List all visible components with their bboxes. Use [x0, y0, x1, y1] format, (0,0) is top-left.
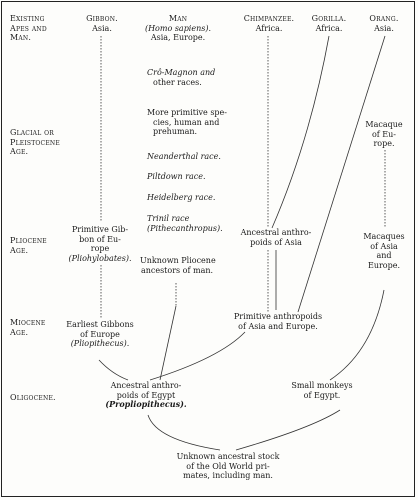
cro-magnon-line-1: Crô-Magnon and	[147, 68, 216, 77]
gibbon-line-miocene	[98, 359, 129, 381]
column-gibbon: Gibbon. Asia.	[82, 14, 122, 33]
period-miocene: Miocene Age.	[10, 318, 45, 337]
period-miocene-line-1: Miocene	[10, 318, 46, 327]
primitive-species-line-2: cies, human and	[153, 117, 220, 127]
period-pliocene-line-1: Pliocene	[10, 236, 47, 245]
primitive-species-line-1: More primitive spe-	[147, 108, 227, 117]
small-monkeys-to-stock	[235, 409, 341, 451]
macaque-of-europe-line-3: rope.	[373, 139, 395, 148]
column-man-region: Asia, Europe.	[150, 33, 206, 42]
column-orang-title: Orang.	[369, 14, 399, 23]
primitive-anthropoids-line-1: Primitive anthropoids	[233, 312, 323, 321]
primitive-gibbon-line-4: (Pliohylobates).	[68, 253, 132, 263]
primitive-gibbon-line-1: Primitive Gib-	[71, 225, 129, 234]
column-gorilla: Gorilla. Africa.	[306, 14, 352, 33]
column-chimpanzee-region: Africa.	[255, 23, 283, 33]
primitive-species: More primitive spe- cies, human and preh…	[147, 108, 227, 137]
gorilla-line	[271, 35, 330, 229]
trinil-race-line-1: Trinil race	[147, 214, 190, 223]
orang-line	[297, 35, 386, 313]
unknown-pliocene-ancestors: Unknown Pliocene ancestors of man.	[140, 256, 216, 275]
cro-magnon: Crô-Magnon and other races.	[147, 68, 215, 87]
macaque-of-europe-line-2: of Eu-	[371, 129, 396, 139]
unknown-stock-line-3: mates, including man.	[183, 471, 273, 480]
macaques-asia-europe-line-2: of Asia	[370, 241, 398, 251]
primitive-gibbon-line-2: bon of Eu-	[79, 234, 121, 244]
unknown-pliocene-line-1: Unknown Pliocene	[140, 256, 216, 265]
piltdown-race: Piltdown race.	[147, 172, 206, 181]
primitive-anthropoids-line-2: of Asia and Europe.	[238, 321, 318, 331]
propliopithecus: Ancestral anthro- poids of Egypt (Propli…	[100, 381, 192, 410]
primitive-anthropoids: Primitive anthropoids of Asia and Europe…	[226, 312, 330, 331]
column-gibbon-region: Asia.	[92, 23, 112, 33]
period-pliocene-line-2: Age.	[10, 245, 29, 255]
column-chimpanzee-title: Chimpanzee.	[243, 14, 295, 23]
macaque-line-asia	[329, 289, 385, 381]
macaques-asia-europe-line-4: Europe.	[367, 260, 401, 270]
macaques-asia-europe: Macaques of Asia and Europe.	[362, 232, 406, 270]
unknown-stock-line-1: Unknown ancestral stock	[176, 452, 280, 461]
anthropoids-to-propliopithecus	[149, 331, 246, 381]
column-man-species: (Homo sapiens).	[144, 23, 212, 33]
small-monkeys-line-2: of Egypt.	[303, 390, 341, 400]
macaque-of-europe: Macaque of Eu- rope.	[362, 120, 406, 149]
man-line-miocene	[159, 305, 177, 381]
period-existing-line-1: Existing	[10, 14, 45, 23]
earliest-gibbons-line-2: of Europe	[80, 329, 120, 339]
primitive-gibbon: Primitive Gib- bon of Eu- rope (Pliohylo…	[62, 225, 138, 263]
column-gorilla-title: Gorilla.	[311, 14, 347, 23]
propliopithecus-to-stock	[147, 414, 221, 451]
macaque-of-europe-line-1: Macaque	[365, 120, 403, 129]
period-glacial-line-1: Glacial or	[10, 128, 54, 137]
propliopithecus-line-1: Ancestral anthro-	[110, 381, 182, 390]
earliest-gibbons-line-3: (Pliopithecus).	[70, 339, 130, 348]
cro-magnon-line-2: other races.	[153, 77, 202, 87]
period-existing-line-2: Apes and	[10, 23, 47, 33]
earliest-gibbons: Earliest Gibbons of Europe (Pliopithecus…	[62, 320, 138, 349]
column-orang-region: Asia.	[374, 23, 394, 33]
trinil-race: Trinil race (Pithecanthropus).	[147, 214, 223, 233]
ancestral-anthropoids-asia-line-1: Ancestral anthro-	[240, 228, 312, 237]
trinil-race-line-2: (Pithecanthropus).	[147, 223, 223, 233]
column-chimpanzee: Chimpanzee. Africa.	[240, 14, 298, 33]
primitive-species-line-3: prehuman.	[153, 127, 198, 136]
period-existing-line-3: Man.	[10, 33, 32, 42]
small-monkeys-egypt: Small monkeys of Egypt.	[284, 381, 360, 400]
unknown-pliocene-line-2: ancestors of man.	[140, 265, 214, 275]
earliest-gibbons-line-1: Earliest Gibbons	[66, 320, 134, 329]
period-glacial-line-2: Pleistocene	[10, 137, 60, 147]
period-pliocene: Pliocene Age.	[10, 236, 47, 255]
unknown-ancestral-stock: Unknown ancestral stock of the Old World…	[170, 452, 286, 481]
period-glacial-line-3: Age.	[10, 147, 29, 156]
period-oligocene: Oligocene.	[10, 393, 56, 402]
propliopithecus-line-3: (Propliopithecus).	[105, 399, 187, 409]
column-orang: Orang. Asia.	[364, 14, 404, 33]
primitive-gibbon-line-3: rope	[90, 244, 110, 253]
macaques-asia-europe-line-3: and	[376, 251, 392, 260]
unknown-stock-line-2: of the Old World pri-	[186, 461, 270, 471]
period-existing: Existing Apes and Man.	[10, 14, 47, 43]
column-man: Man (Homo sapiens). Asia, Europe.	[140, 14, 216, 43]
propliopithecus-line-2: poids of Egypt	[116, 390, 176, 400]
period-miocene-line-2: Age.	[10, 327, 29, 337]
ancestral-anthropoids-asia-line-2: poids of Asia	[250, 237, 302, 247]
neanderthal-race: Neanderthal race.	[147, 152, 221, 161]
macaques-asia-europe-line-1: Macaques	[363, 232, 405, 241]
small-monkeys-line-1: Small monkeys	[291, 381, 353, 390]
column-gibbon-title: Gibbon.	[86, 14, 118, 23]
column-gorilla-region: Africa.	[315, 23, 343, 33]
ancestral-anthropoids-asia: Ancestral anthro- poids of Asia	[236, 228, 316, 247]
period-glacial: Glacial or Pleistocene Age.	[10, 128, 60, 157]
column-man-title: Man	[168, 14, 188, 23]
heidelberg-race: Heidelberg race.	[147, 193, 216, 202]
